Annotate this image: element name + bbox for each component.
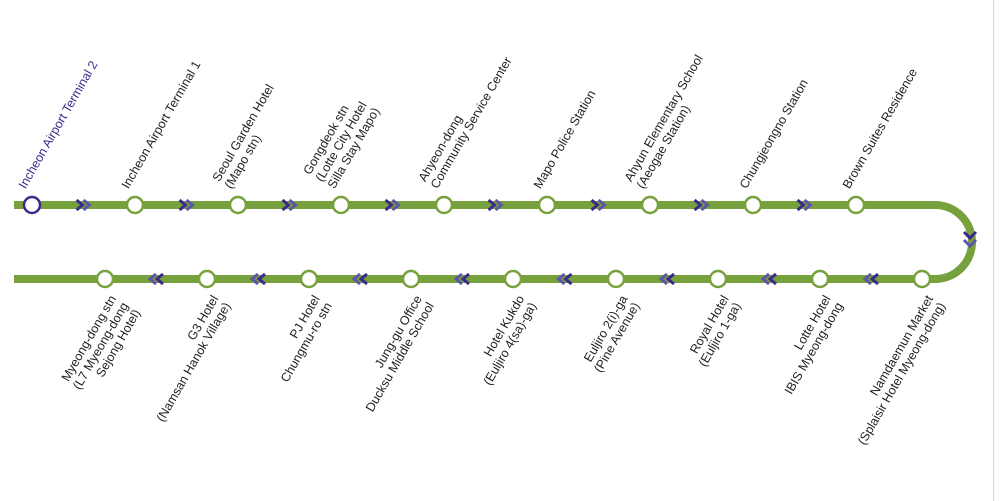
direction-arrow-icon bbox=[862, 272, 872, 286]
station-marker bbox=[708, 269, 728, 289]
direction-arrow-icon bbox=[256, 272, 266, 286]
station-marker bbox=[434, 195, 454, 215]
direction-arrow-icon bbox=[803, 198, 813, 212]
direction-arrow-icon bbox=[185, 198, 195, 212]
direction-arrow-icon bbox=[556, 272, 566, 286]
direction-arrow-icon bbox=[494, 198, 504, 212]
direction-arrow-icon bbox=[147, 272, 157, 286]
station-marker bbox=[537, 195, 557, 215]
direction-arrow-icon bbox=[460, 272, 470, 286]
direction-arrow-icon bbox=[658, 272, 668, 286]
station-marker bbox=[401, 269, 421, 289]
direction-arrow-icon bbox=[760, 272, 770, 286]
direction-arrow-icon bbox=[962, 238, 978, 249]
direction-arrow-icon bbox=[288, 198, 298, 212]
scrollbar-edge bbox=[993, 0, 994, 501]
direction-arrow-icon bbox=[665, 272, 675, 286]
direction-arrow-icon bbox=[453, 272, 463, 286]
station-marker bbox=[640, 195, 660, 215]
direction-arrow-icon bbox=[487, 198, 497, 212]
direction-arrow-icon bbox=[962, 230, 978, 241]
direction-arrow-icon bbox=[249, 272, 259, 286]
direction-arrow-icon bbox=[358, 272, 368, 286]
direction-arrow-icon bbox=[384, 198, 394, 212]
direction-arrow-icon bbox=[700, 198, 710, 212]
station-marker bbox=[197, 269, 217, 289]
direction-arrow-icon bbox=[75, 198, 85, 212]
direction-arrow-icon bbox=[597, 198, 607, 212]
direction-arrow-icon bbox=[178, 198, 188, 212]
direction-arrow-icon bbox=[351, 272, 361, 286]
direction-arrow-icon bbox=[154, 272, 164, 286]
direction-arrow-icon bbox=[796, 198, 806, 212]
station-marker bbox=[125, 195, 145, 215]
direction-arrow-icon bbox=[693, 198, 703, 212]
station-marker bbox=[912, 269, 932, 289]
direction-arrow-icon bbox=[391, 198, 401, 212]
route-line bbox=[14, 201, 976, 283]
station-marker bbox=[606, 269, 626, 289]
direction-arrow-icon bbox=[82, 198, 92, 212]
station-marker bbox=[846, 195, 866, 215]
start-station-marker bbox=[22, 195, 42, 215]
direction-arrow-icon bbox=[869, 272, 879, 286]
station-marker bbox=[299, 269, 319, 289]
station-marker bbox=[743, 195, 763, 215]
direction-arrow-icon bbox=[590, 198, 600, 212]
station-marker bbox=[503, 269, 523, 289]
direction-arrow-icon bbox=[563, 272, 573, 286]
station-marker bbox=[228, 195, 248, 215]
station-marker bbox=[331, 195, 351, 215]
direction-arrow-icon bbox=[281, 198, 291, 212]
direction-arrow-icon bbox=[767, 272, 777, 286]
station-marker bbox=[95, 269, 115, 289]
station-marker bbox=[810, 269, 830, 289]
